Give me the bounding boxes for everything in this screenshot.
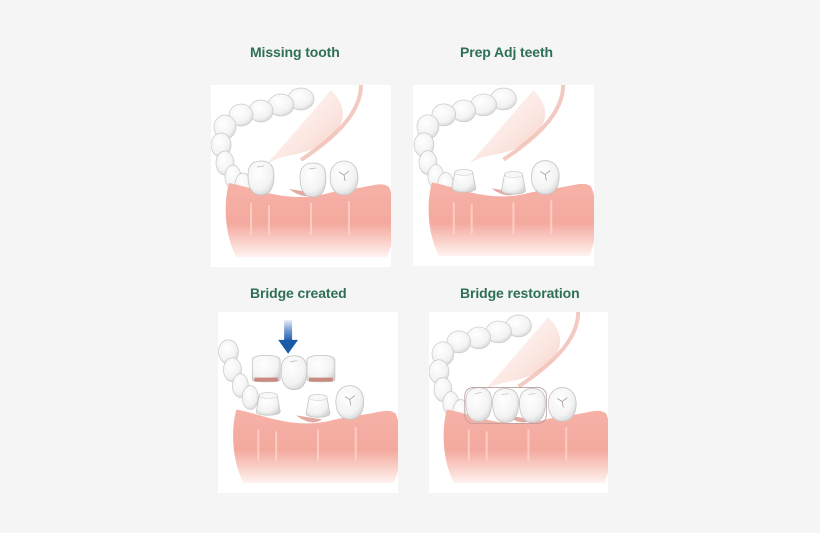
down-arrow-icon — [278, 319, 299, 354]
bridge-created-icon — [218, 319, 398, 485]
panel-missing-tooth — [211, 85, 391, 267]
panel-label-bridge-created: Bridge created — [250, 285, 347, 301]
panel-prep-adj-teeth — [413, 85, 594, 266]
bridge-restoration-icon — [429, 312, 608, 485]
panel-label-missing-tooth: Missing tooth — [250, 44, 340, 60]
panel-label-bridge-restoration: Bridge restoration — [460, 285, 580, 301]
panel-bridge-created — [218, 312, 398, 493]
panel-bridge-restoration — [429, 312, 608, 493]
missing-tooth-icon — [211, 85, 391, 258]
prepared-adjacent-teeth-icon — [413, 85, 594, 258]
panel-label-prep-adj-teeth: Prep Adj teeth — [460, 44, 553, 60]
